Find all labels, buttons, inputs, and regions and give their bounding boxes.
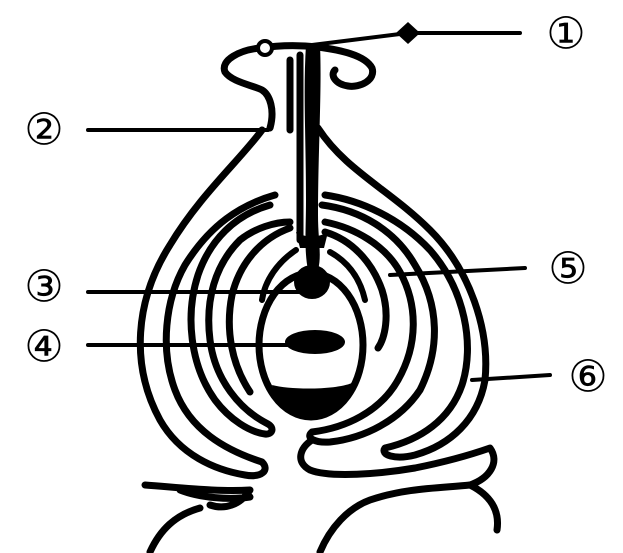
label-3: ③: [24, 262, 63, 313]
label-6: ⑥: [568, 352, 607, 403]
polar-nuclei: [285, 330, 345, 354]
label-4: ④: [24, 322, 63, 373]
label-5: ⑤: [548, 244, 587, 295]
pollen-grain: [258, 41, 272, 55]
label-2: ②: [24, 105, 63, 156]
label-1: ①: [546, 9, 585, 60]
style: [290, 55, 300, 240]
